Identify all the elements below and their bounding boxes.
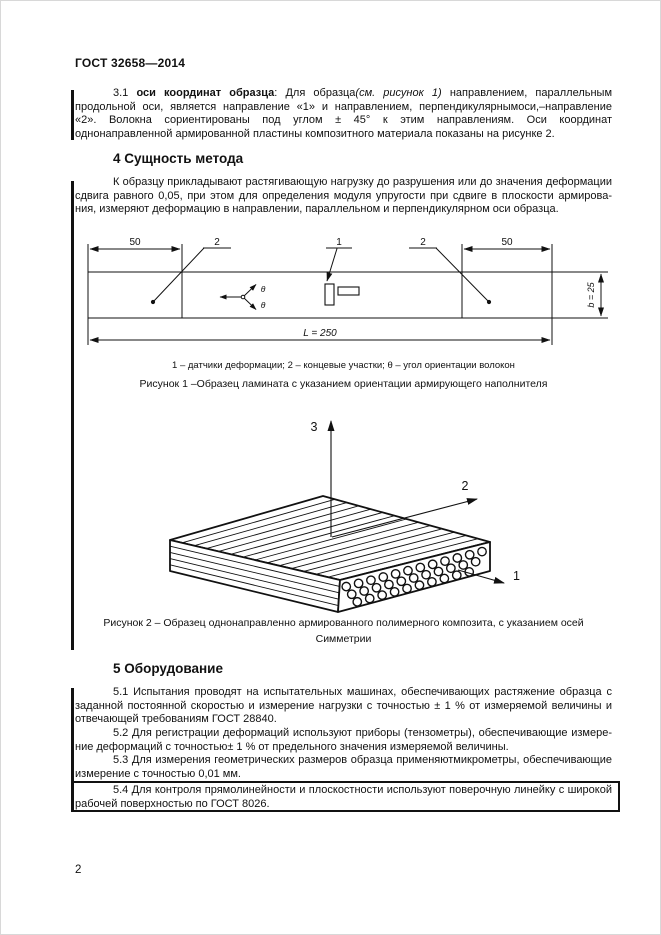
paragraph-5-4: 5.4 Для контроля прямолинейности и плоск… [75,783,612,811]
section-4-heading: 4 Сущность метода [113,151,244,166]
fiber-circle [414,580,425,591]
fiber-circle [359,586,370,596]
specimen-outline [87,244,608,345]
fiber-circle [458,560,469,570]
fiber-circle [427,559,438,570]
page-number: 2 [75,864,82,876]
text-line: 3.1 оси координат образца: Для образца(с… [113,87,612,99]
text-line: ния, измеряют деформацию в направлении, … [75,203,559,216]
paragraph-4: К образцу прикладывают растягивающую наг… [75,176,612,217]
dim-label-50-left: 50 [129,237,141,248]
fiber-circle [352,596,363,607]
figure-2-drawing: 3 2 1 [169,420,520,613]
symmetry-axes [327,420,505,584]
figure-2-caption-line-1: Рисунок 2 – Образец однонаправленно арми… [103,617,584,629]
fiber-circle [408,573,419,583]
fiber-circle [353,578,364,589]
fiber-circle [364,593,375,604]
figure-1-caption: Рисунок 1 –Образец ламината с указанием … [139,378,548,390]
axis-2-label: 2 [462,479,469,493]
text-line: продольной оси, является направление «1»… [75,100,612,113]
change-bar-2 [71,181,74,650]
text-line: «2». Волокна сориентированы под углом ± … [75,114,612,127]
slab-faces [169,495,491,613]
fiber-circle [470,556,481,567]
figure-1-legend: 1 – датчики деформации; 2 – концевые уча… [172,360,515,371]
fiber-circle [402,583,412,594]
text-line: измерение с точностью 0,01 мм. [75,767,241,780]
text-line: К образцу прикладывают растягивающую наг… [113,176,612,188]
change-bar-3 [71,688,74,812]
axis-1-label: 1 [513,569,520,583]
text-line: сдвига равного 0,05, при этом для опреде… [75,189,612,202]
text-line: однонаправленной армированной пластины к… [75,127,555,140]
theta-upper: θ [261,284,266,294]
leader-dot-right [486,299,492,305]
callout-2-right: 2 [420,237,426,248]
axis-3-label: 3 [311,420,318,434]
fiber-circle [371,582,382,593]
dimension-lines [89,246,604,343]
left-face-layers [169,545,340,607]
paragraph-5-3: 5.3 Для измерения геометрических размеро… [75,754,612,781]
text-line: 5.2 Для регистрации деформаций использую… [113,727,612,739]
text-line: 5.3 Для измерения геометрических размеро… [113,754,612,766]
fiber-circle [403,565,413,576]
fiber-circle [384,579,394,590]
callout-1: 1 [336,237,342,248]
width-dim-label: b = 25 [586,281,596,307]
fiber-circle [396,576,407,587]
section-5-heading: 5 Оборудование [113,661,223,676]
fiber-circle [366,575,376,586]
text-line: отвечающей требованиям ГОСТ 28840. [75,713,277,726]
fiber-circle [341,581,352,592]
dim-label-50-right: 50 [501,237,513,248]
text-line: 5.1 Испытания проводят на испытательных … [113,686,612,698]
fiber-circle [421,569,431,580]
strain-gauges [324,283,360,306]
callout-2-left: 2 [214,237,220,248]
paragraph-5-2: 5.2 Для регистрации деформаций использую… [75,727,612,754]
theta-lower: θ [261,300,266,310]
paragraph-3-1: 3.1 оси координат образца: Для образца(с… [75,87,612,141]
fiber-circle [389,586,400,597]
fiber-circle [439,573,450,584]
highlighted-clause-box: 5.4 Для контроля прямолинейности и плоск… [71,781,620,812]
leader-dot-left [150,299,156,305]
text-line: рабочей поверхностью по ГОСТ 8026. [75,797,270,810]
fiber-circle [440,556,450,567]
fiber-circle [377,590,388,601]
fiber-circle [452,553,463,563]
callout-leaders [152,247,490,303]
fiber-circle [415,562,426,573]
fiber-circle [433,566,444,577]
fiber-circle [464,549,475,560]
fiber-circle [451,570,462,581]
figure-2-axis-labels: 3 2 1 [311,420,520,583]
fiber-circle [427,576,437,587]
fiber-circle [378,572,389,582]
top-face-hatching [182,498,479,578]
fiber-circle [390,568,401,579]
fiber-angle-symbol [219,284,257,310]
document-number: ГОСТ 32658—2014 [75,56,186,70]
fiber-circle [346,589,357,600]
figure-1-drawing: 50 50 2 1 2 θ θ L = 250 b = 25 [87,237,608,345]
fiber-circle [477,546,487,557]
text-line: ние деформаций с точностью± 1 % от преде… [75,740,509,753]
fiber-circle [445,563,456,574]
text-line: заданной постоянной скоростью и измерени… [75,699,612,712]
change-bar-1 [71,90,74,140]
figure-2-caption-line-2: Симметрии [315,633,372,645]
length-dim-label: L = 250 [303,328,337,339]
paragraph-5-1: 5.1 Испытания проводят на испытательных … [75,686,612,727]
text-line: 5.4 Для контроля прямолинейности и плоск… [113,784,612,796]
figure-1-labels: 50 50 2 1 2 θ θ L = 250 b = 25 [129,237,596,339]
